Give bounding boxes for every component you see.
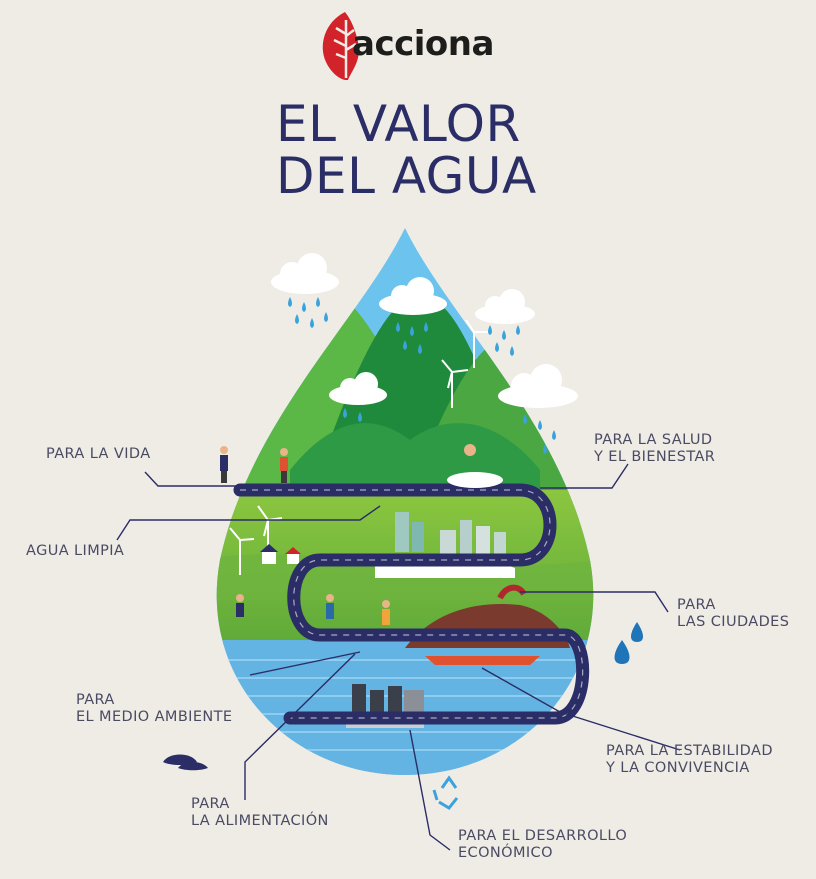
wind-turbine-icon: [229, 527, 255, 575]
label-text: LA ALIMENTACIÓN: [191, 813, 329, 829]
cloud-icon: [271, 253, 339, 294]
label-text: LAS CIUDADES: [677, 614, 790, 630]
label-ciudades: PARA LAS CIUDADES: [677, 597, 789, 631]
cloud-icon: [475, 289, 535, 324]
label-text: PARA: [191, 796, 230, 812]
label-text: PARA: [76, 692, 115, 708]
label-desarrollo-economico: PARA EL DESARROLLO ECONÓMICO: [458, 828, 627, 862]
title-line-2: DEL AGUA: [276, 147, 537, 205]
label-text: PARA: [677, 597, 716, 613]
cloud-icon: [498, 364, 578, 408]
water-drops-icon: [614, 622, 643, 664]
label-text: Y LA CONVIVENCIA: [606, 760, 750, 776]
rain-drop-icon: [288, 297, 556, 454]
houses: [260, 544, 301, 564]
label-text: PARA EL DESARROLLO: [458, 828, 628, 844]
wind-turbine-icon: [465, 319, 488, 368]
label-text: AGUA LIMPIA: [26, 543, 125, 559]
label-text: PARA LA SALUD: [594, 432, 713, 448]
title-line-1: EL VALOR: [276, 95, 521, 153]
label-estabilidad-convivencia: PARA LA ESTABILIDAD Y LA CONVIVENCIA: [606, 743, 773, 777]
whale-icon: [163, 754, 208, 771]
connector-lines: [116, 463, 681, 851]
page-title: EL VALOR DEL AGUA: [276, 98, 537, 202]
boat: [425, 656, 540, 665]
label-text: ECONÓMICO: [458, 845, 553, 861]
label-text: PARA LA ESTABILIDAD: [606, 743, 773, 759]
label-text: PARA LA VIDA: [46, 446, 151, 462]
brand-name: acciona: [352, 24, 494, 64]
label-salud-bienestar: PARA LA SALUD Y EL BIENESTAR: [594, 432, 715, 466]
wind-turbine-icon: [441, 359, 469, 408]
recycle-icon: [432, 775, 459, 810]
label-medio-ambiente: PARA EL MEDIO AMBIENTE: [76, 692, 232, 726]
cloud-icon: [329, 372, 387, 405]
label-text: Y EL BIENESTAR: [594, 449, 716, 465]
label-alimentacion: PARA LA ALIMENTACIÓN: [191, 796, 329, 830]
label-agua-limpia: AGUA LIMPIA: [26, 543, 124, 560]
label-para-la-vida: PARA LA VIDA: [46, 446, 151, 463]
leaf-logo-icon: [322, 12, 359, 80]
people-figures: [220, 444, 503, 625]
cloud-icon: [379, 277, 447, 315]
label-text: EL MEDIO AMBIENTE: [76, 709, 233, 725]
